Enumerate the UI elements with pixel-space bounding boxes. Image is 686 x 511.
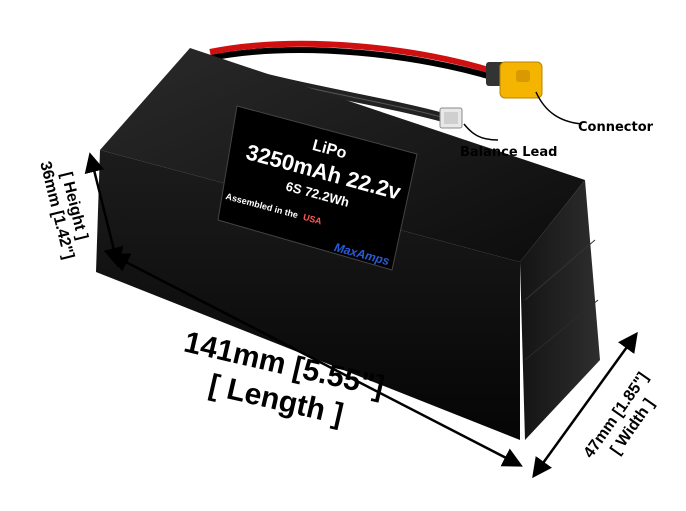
label-assembled-country: USA (302, 212, 323, 227)
balance-plug (439, 107, 463, 129)
balance-callout-line (463, 123, 499, 141)
main-wires (209, 40, 496, 81)
balance-lead-label: Balance Lead (460, 145, 557, 160)
product-label: LiPo 3250mAh 22.2v 6S 72.2Wh Assembled i… (217, 105, 418, 271)
connector-label: Connector (578, 120, 654, 135)
connector-plug (486, 61, 543, 99)
connector-callout-line (535, 91, 583, 125)
